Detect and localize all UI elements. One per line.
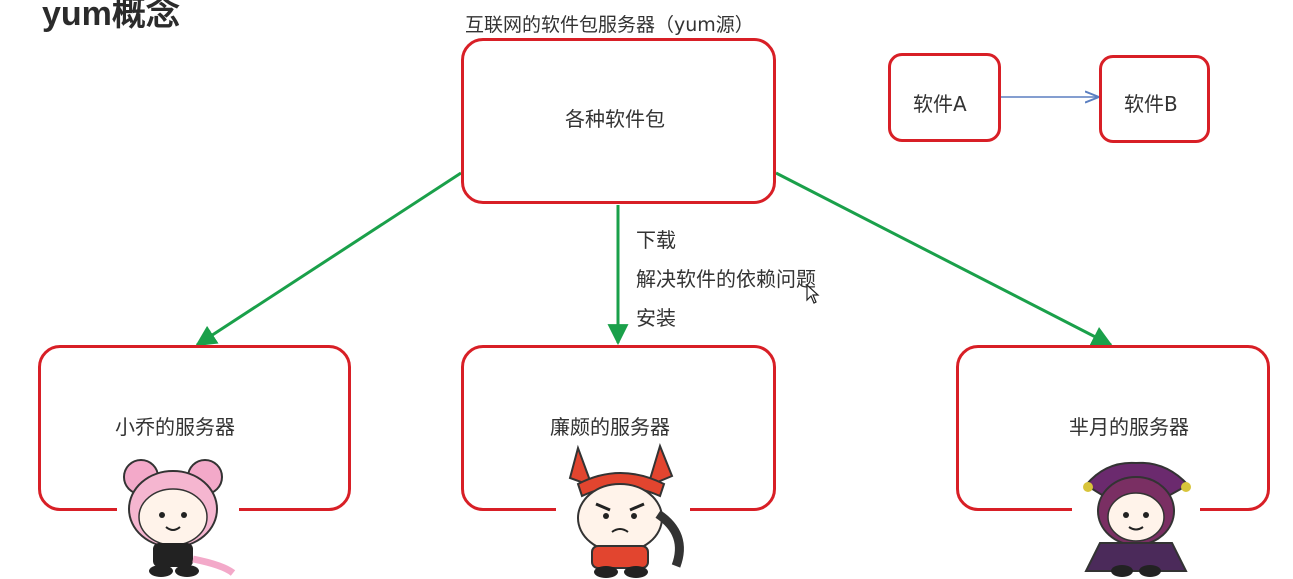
page-title: yum概念	[42, 0, 180, 33]
pink-hair-girl-icon	[117, 459, 239, 579]
download-arrow-left	[195, 171, 462, 347]
purple-jester-icon	[1072, 461, 1200, 579]
software-a-box: 软件A	[888, 53, 1001, 142]
server-label-miyue: 芈月的服务器	[1069, 415, 1189, 439]
download-steps: 下载 解决软件的依赖问题 安装	[636, 224, 816, 341]
download-arrow-right	[775, 171, 1113, 347]
step-resolve-dependencies: 解决软件的依赖问题	[636, 267, 816, 291]
repo-box: 各种软件包	[461, 38, 776, 204]
repo-caption: 互联网的软件包服务器（yum源）	[465, 14, 754, 36]
software-b-label: 软件B	[1124, 92, 1178, 116]
mouse-cursor-icon	[806, 284, 820, 304]
server-label-lianpo: 廉颇的服务器	[550, 415, 670, 439]
server-label-xiaoqiao: 小乔的服务器	[115, 415, 235, 439]
step-install: 安装	[636, 306, 676, 330]
step-download: 下载	[636, 228, 676, 252]
software-b-box: 软件B	[1099, 55, 1210, 143]
software-a-label: 软件A	[913, 92, 967, 116]
horned-warrior-icon	[556, 442, 690, 579]
repo-box-label: 各种软件包	[565, 107, 665, 131]
